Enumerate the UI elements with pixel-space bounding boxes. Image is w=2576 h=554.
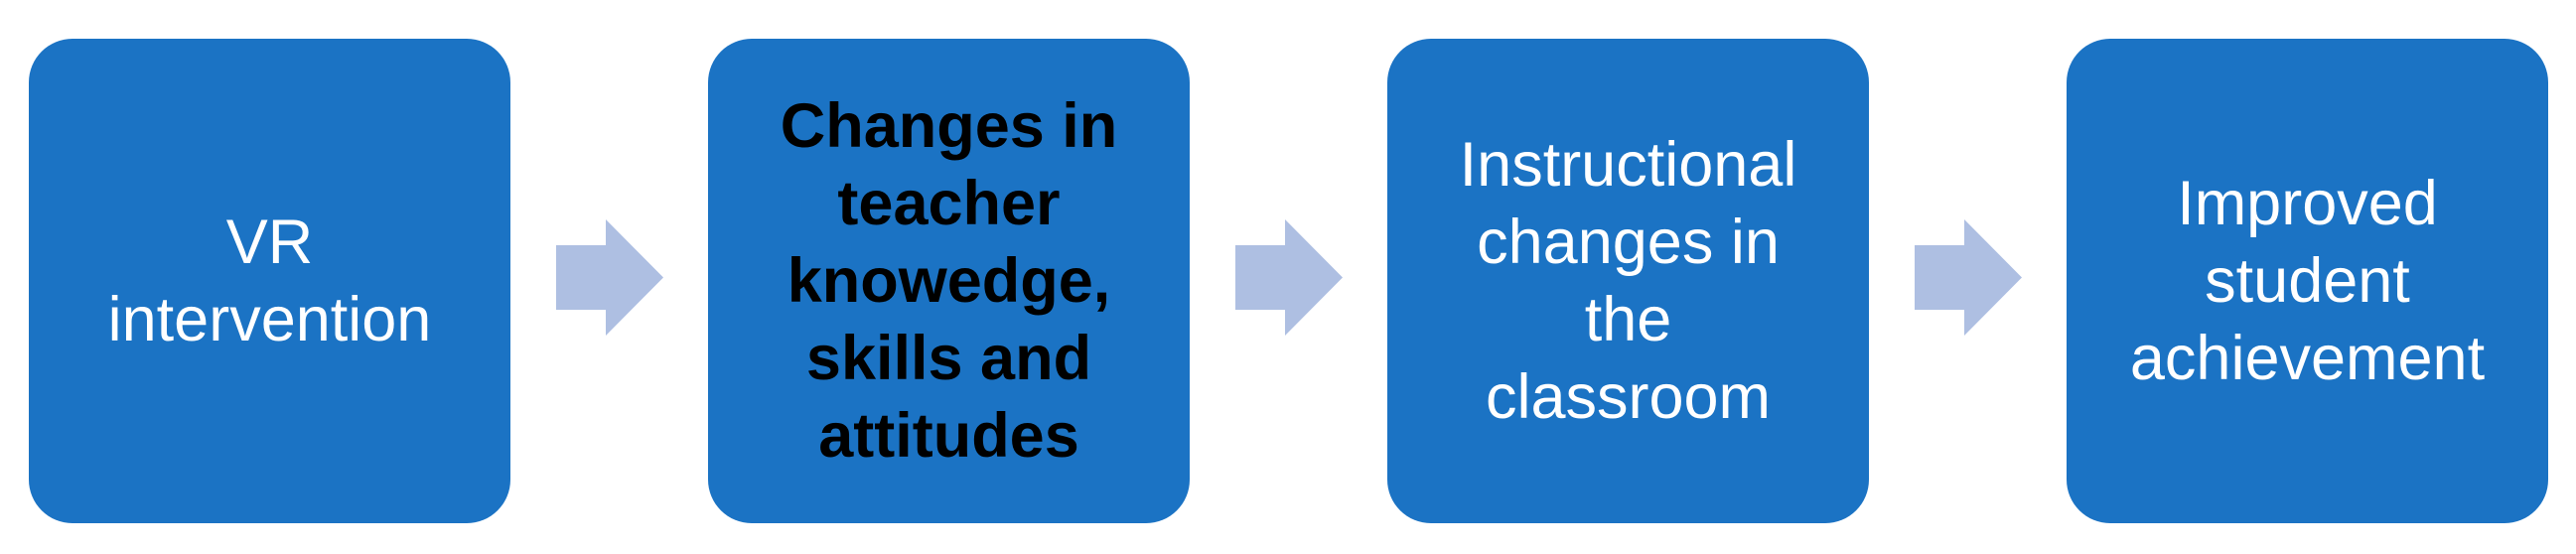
right-arrow-icon [555, 218, 663, 336]
right-arrow-shape [1234, 218, 1343, 336]
flow-arrow-2 [1190, 0, 1387, 554]
flow-box-vr-intervention: VR intervention [29, 39, 510, 523]
flow-box-student-achievement: Improved student achievement [2067, 39, 2548, 523]
flow-box-label: Changes in teacher knowedge, skills and … [780, 91, 1118, 471]
flow-box-label: Instructional changes in the classroom [1459, 130, 1797, 432]
flow-box-label: Improved student achievement [2129, 169, 2486, 393]
right-arrow-icon [1234, 218, 1343, 336]
flow-box-instructional-changes: Instructional changes in the classroom [1387, 39, 1869, 523]
right-arrow-shape [555, 218, 663, 336]
right-arrow-shape [1914, 218, 2022, 336]
flow-box-label: VR intervention [107, 208, 432, 354]
flow-arrow-1 [510, 0, 708, 554]
flow-arrow-3 [1869, 0, 2067, 554]
right-arrow-icon [1914, 218, 2022, 336]
flow-box-teacher-changes: Changes in teacher knowedge, skills and … [708, 39, 1190, 523]
